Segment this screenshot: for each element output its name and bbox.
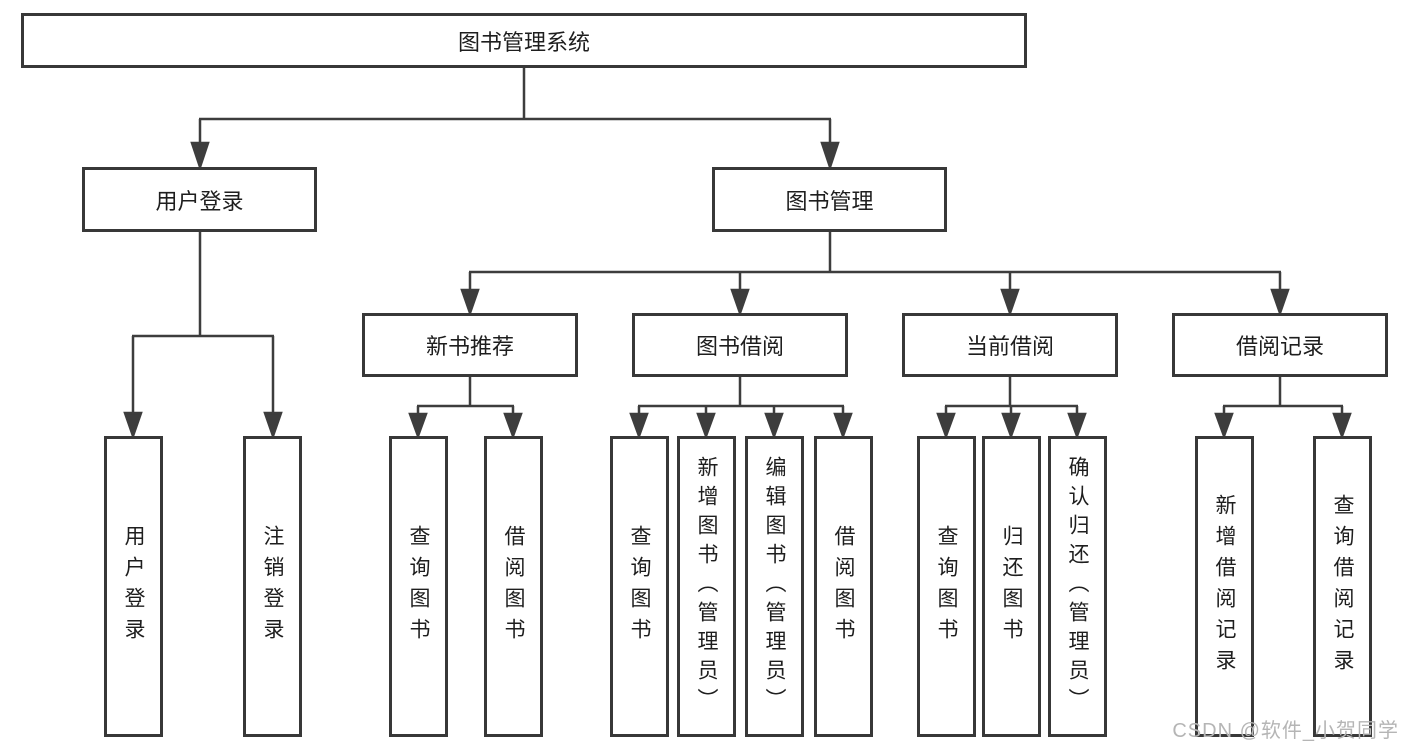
leaf-edit-books-admin: 编辑图书（管理员）	[745, 436, 804, 737]
node-user-login-branch: 用户登录	[82, 167, 317, 232]
leaf-return-books: 归还图书	[982, 436, 1041, 737]
leaf-query-borrow-record: 查询借阅记录	[1313, 436, 1372, 737]
node-current-borrowing: 当前借阅	[902, 313, 1118, 377]
leaf-borrow-books-borrowing: 借阅图书	[814, 436, 873, 737]
leaf-query-books-borrowing: 查询图书	[610, 436, 669, 737]
leaf-logout-login: 注销登录	[243, 436, 302, 737]
leaf-query-books-recommend: 查询图书	[389, 436, 448, 737]
leaf-add-borrow-record: 新增借阅记录	[1195, 436, 1254, 737]
leaf-borrow-books-recommend: 借阅图书	[484, 436, 543, 737]
node-book-borrowing: 图书借阅	[632, 313, 848, 377]
leaf-query-books-current: 查询图书	[917, 436, 976, 737]
csdn-watermark: CSDN @软件_小贺同学	[1172, 720, 1399, 742]
node-book-management-branch: 图书管理	[712, 167, 947, 232]
leaf-add-books-admin: 新增图书（管理员）	[677, 436, 736, 737]
leaf-user-login: 用户登录	[104, 436, 163, 737]
node-library-system: 图书管理系统	[21, 13, 1027, 68]
node-new-book-recommendation: 新书推荐	[362, 313, 578, 377]
node-borrowing-records: 借阅记录	[1172, 313, 1388, 377]
leaf-confirm-return-admin: 确认归还（管理员）	[1048, 436, 1107, 737]
